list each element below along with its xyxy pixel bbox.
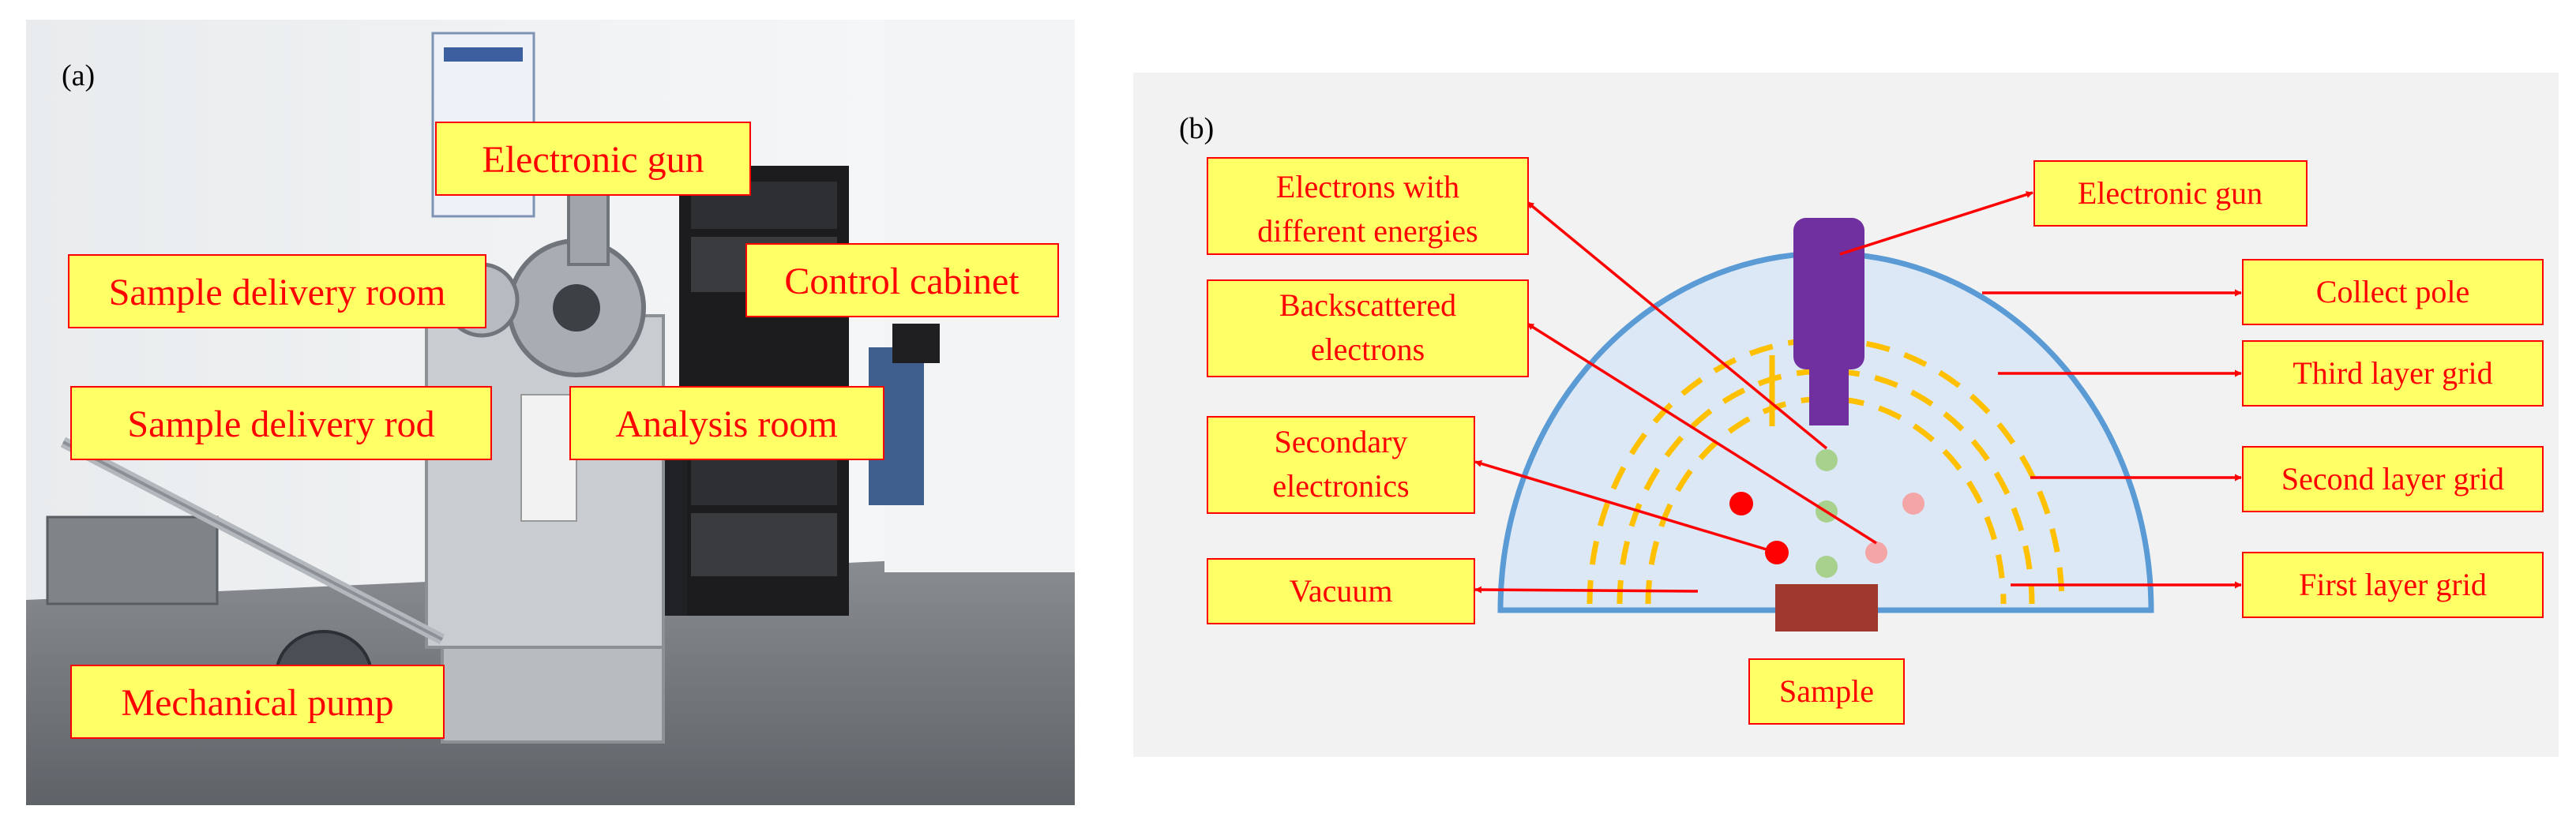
panel-b-tag: (b) [1179, 112, 1214, 145]
arrow-vacuum [1474, 586, 1699, 594]
photo-label-sheet [520, 394, 577, 522]
label-a-analysis-room-text: Analysis room [615, 403, 837, 445]
label-a-sample-delivery-rod-text: Sample delivery rod [127, 403, 434, 445]
electron-pink [1902, 493, 1924, 515]
label-a-mechanical-pump: Mechanical pump [70, 665, 445, 739]
label-b-secondary-line1: Secondary [1275, 424, 1408, 459]
third-grid-arc [1645, 395, 2007, 605]
photo-poster-title [444, 47, 523, 62]
arrow-electrons-energies [1526, 201, 1828, 450]
electron-gun-body [1793, 218, 1864, 369]
label-b-electrons-line2: different energies [1257, 213, 1478, 249]
electron-red [1729, 492, 1753, 515]
photo-wall-panel [46, 515, 219, 605]
label-b-electronic-gun-text: Electronic gun [2078, 175, 2262, 211]
label-b-first-layer-grid: First layer grid [2242, 552, 2544, 618]
photo-cabinet-unit [691, 513, 837, 576]
arrow-electronic-gun [1839, 191, 2033, 256]
label-b-third-layer-grid: Third layer grid [2242, 340, 2544, 407]
label-a-sample-delivery-room: Sample delivery room [68, 254, 486, 328]
label-b-second-layer-grid: Second layer grid [2242, 446, 2544, 512]
label-b-first-layer-grid-text: First layer grid [2299, 567, 2487, 602]
electron-gun-nozzle [1809, 365, 1849, 425]
arrows [1474, 191, 2242, 594]
label-b-electronic-gun: Electronic gun [2033, 160, 2308, 227]
arrow-secondary [1474, 460, 1778, 554]
label-b-vacuum-text: Vacuum [1289, 573, 1392, 609]
label-a-sample-delivery-rod: Sample delivery rod [70, 386, 492, 460]
electron-green [1816, 556, 1838, 578]
label-b-second-layer-grid-text: Second layer grid [2281, 461, 2504, 497]
label-b-backscattered-line1: Backscattered [1279, 287, 1456, 323]
label-b-electrons-energies: Electrons with different energies [1207, 157, 1529, 255]
photo-viewport [553, 284, 600, 332]
label-b-backscattered: Backscattered electrons [1207, 279, 1529, 377]
photo-transfer-rod-edge [62, 440, 443, 641]
photo-cylinder [892, 324, 940, 363]
label-b-secondary-line2: electronics [1272, 468, 1409, 504]
panel-a-tag: (a) [62, 59, 95, 92]
label-a-electronic-gun-text: Electronic gun [482, 139, 704, 181]
label-a-control-cabinet: Control cabinet [745, 243, 1059, 317]
label-b-backscattered-line2: electrons [1311, 332, 1425, 367]
electron-green [1816, 449, 1838, 471]
label-b-sample: Sample [1748, 658, 1905, 725]
label-b-electrons-line1: Electrons with [1276, 169, 1459, 204]
label-a-electronic-gun: Electronic gun [435, 122, 751, 196]
label-a-mechanical-pump-text: Mechanical pump [121, 682, 393, 724]
first-grid-arc [1587, 336, 2065, 605]
label-b-vacuum: Vacuum [1207, 558, 1475, 624]
electron-pink [1865, 542, 1887, 564]
label-a-analysis-room: Analysis room [569, 386, 884, 460]
arrow-backscattered [1526, 322, 1877, 545]
label-b-sample-text: Sample [1779, 673, 1874, 709]
label-b-collect-pole-text: Collect pole [2316, 274, 2469, 309]
sample-block [1775, 584, 1878, 631]
label-b-secondary: Secondary electronics [1207, 416, 1475, 514]
label-b-third-layer-grid-text: Third layer grid [2292, 355, 2492, 391]
label-a-sample-delivery-room-text: Sample delivery room [109, 272, 446, 313]
label-b-collect-pole: Collect pole [2242, 259, 2544, 325]
label-a-control-cabinet-text: Control cabinet [784, 260, 1020, 302]
photo-frame-base [441, 646, 665, 744]
